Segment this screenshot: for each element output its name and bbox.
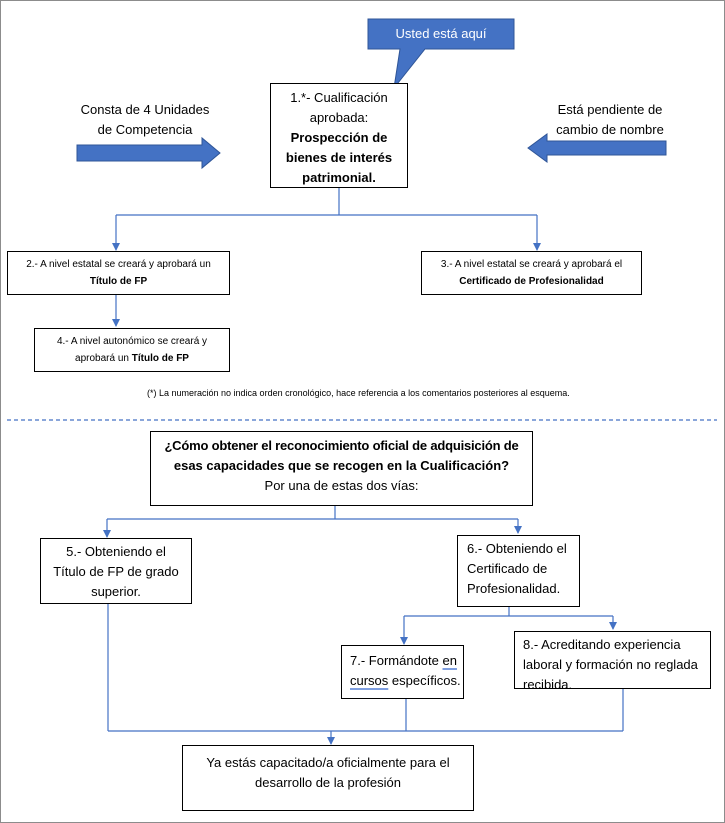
box8-line2: laboral y formación no reglada bbox=[523, 657, 698, 672]
left-note-line1: Consta de 4 Unidades bbox=[80, 102, 210, 117]
box8-line1: 8.- Acreditando experiencia bbox=[523, 637, 681, 652]
box3-bold: Certificado de Profesionalidad bbox=[459, 276, 604, 287]
box-6-certificado: 6.- Obteniendo el Certificado de Profesi… bbox=[457, 535, 580, 607]
box7-part1: 7.- Formándote bbox=[350, 653, 443, 668]
box7-line2: cursos específicos. bbox=[350, 671, 463, 691]
footnote: (*) La numeración no indica orden cronol… bbox=[147, 388, 570, 398]
box7-part3: cursos bbox=[350, 673, 389, 688]
question-line3: Por una de estas dos vías: bbox=[264, 478, 419, 493]
box3-line1: 3.- A nivel estatal se creará y aprobará… bbox=[440, 259, 623, 270]
box-2-titulo-fp-estatal: 2.- A nivel estatal se creará y aprobará… bbox=[7, 251, 230, 295]
box-1-qualification: 1.*- Cualificación aprobada: Prospección… bbox=[270, 83, 408, 188]
box-4-titulo-fp-autonomico: 4.- A nivel autonómico se creará y aprob… bbox=[34, 328, 230, 372]
box5-line2: Título de FP de grado bbox=[53, 564, 179, 579]
question-bold1: ¿Cómo obtener el reconocimiento oficial … bbox=[164, 438, 519, 453]
box4-bold: Título de FP bbox=[131, 353, 189, 364]
box2-bold: Título de FP bbox=[89, 276, 148, 287]
box1-bold2: bienes de interés bbox=[285, 150, 393, 165]
box7-line1: 7.- Formándote en bbox=[350, 651, 463, 671]
box7-part2: en bbox=[442, 653, 457, 668]
callout-label: Usted está aquí bbox=[395, 26, 487, 41]
box6-line2: Certificado de bbox=[467, 561, 548, 576]
box1-bold1: Prospección de bbox=[290, 130, 388, 145]
box6-line3: Profesionalidad. bbox=[467, 581, 561, 596]
final-box: Ya estás capacitado/a oficialmente para … bbox=[182, 745, 474, 811]
question-box: ¿Cómo obtener el reconocimiento oficial … bbox=[150, 431, 533, 506]
box1-line1: 1.*- Cualificación bbox=[290, 90, 388, 105]
question-bold2: esas capacidades que se recogen en la Cu… bbox=[173, 458, 510, 473]
box4-line1: 4.- A nivel autonómico se creará y bbox=[56, 336, 208, 347]
box8-line3: recibida. bbox=[523, 677, 573, 692]
right-note-line2: cambio de nombre bbox=[556, 122, 664, 137]
box-3-certificado-estatal: 3.- A nivel estatal se creará y aprobará… bbox=[421, 251, 642, 295]
box1-line2: aprobada: bbox=[309, 110, 369, 125]
box5-line1: 5.- Obteniendo el bbox=[66, 544, 166, 559]
final-line2: desarrollo de la profesión bbox=[255, 775, 401, 790]
box5-line3: superior. bbox=[91, 584, 141, 599]
box1-bold3: patrimonial. bbox=[302, 170, 376, 185]
box-5-titulo-fp-grado-superior: 5.- Obteniendo el Título de FP de grado … bbox=[40, 538, 192, 604]
right-note: Está pendiente de cambio de nombre bbox=[540, 100, 680, 140]
left-note: Consta de 4 Unidades de Competencia bbox=[70, 100, 220, 140]
box4-line2-prefix: aprobará un bbox=[75, 353, 132, 364]
final-line1: Ya estás capacitado/a oficialmente para … bbox=[206, 755, 450, 770]
box-8-experiencia-laboral: 8.- Acreditando experiencia laboral y fo… bbox=[514, 631, 711, 692]
box2-line1: 2.- A nivel estatal se creará y aprobará… bbox=[26, 259, 211, 270]
box7-part4: específicos. bbox=[388, 673, 461, 688]
box-7-cursos-especificos: 7.- Formándote en cursos específicos. bbox=[341, 645, 464, 699]
box6-line1: 6.- Obteniendo el bbox=[467, 541, 567, 556]
left-note-line2: de Competencia bbox=[97, 122, 193, 137]
right-note-line1: Está pendiente de bbox=[557, 102, 663, 117]
box4-line2: aprobará un Título de FP bbox=[35, 350, 229, 367]
